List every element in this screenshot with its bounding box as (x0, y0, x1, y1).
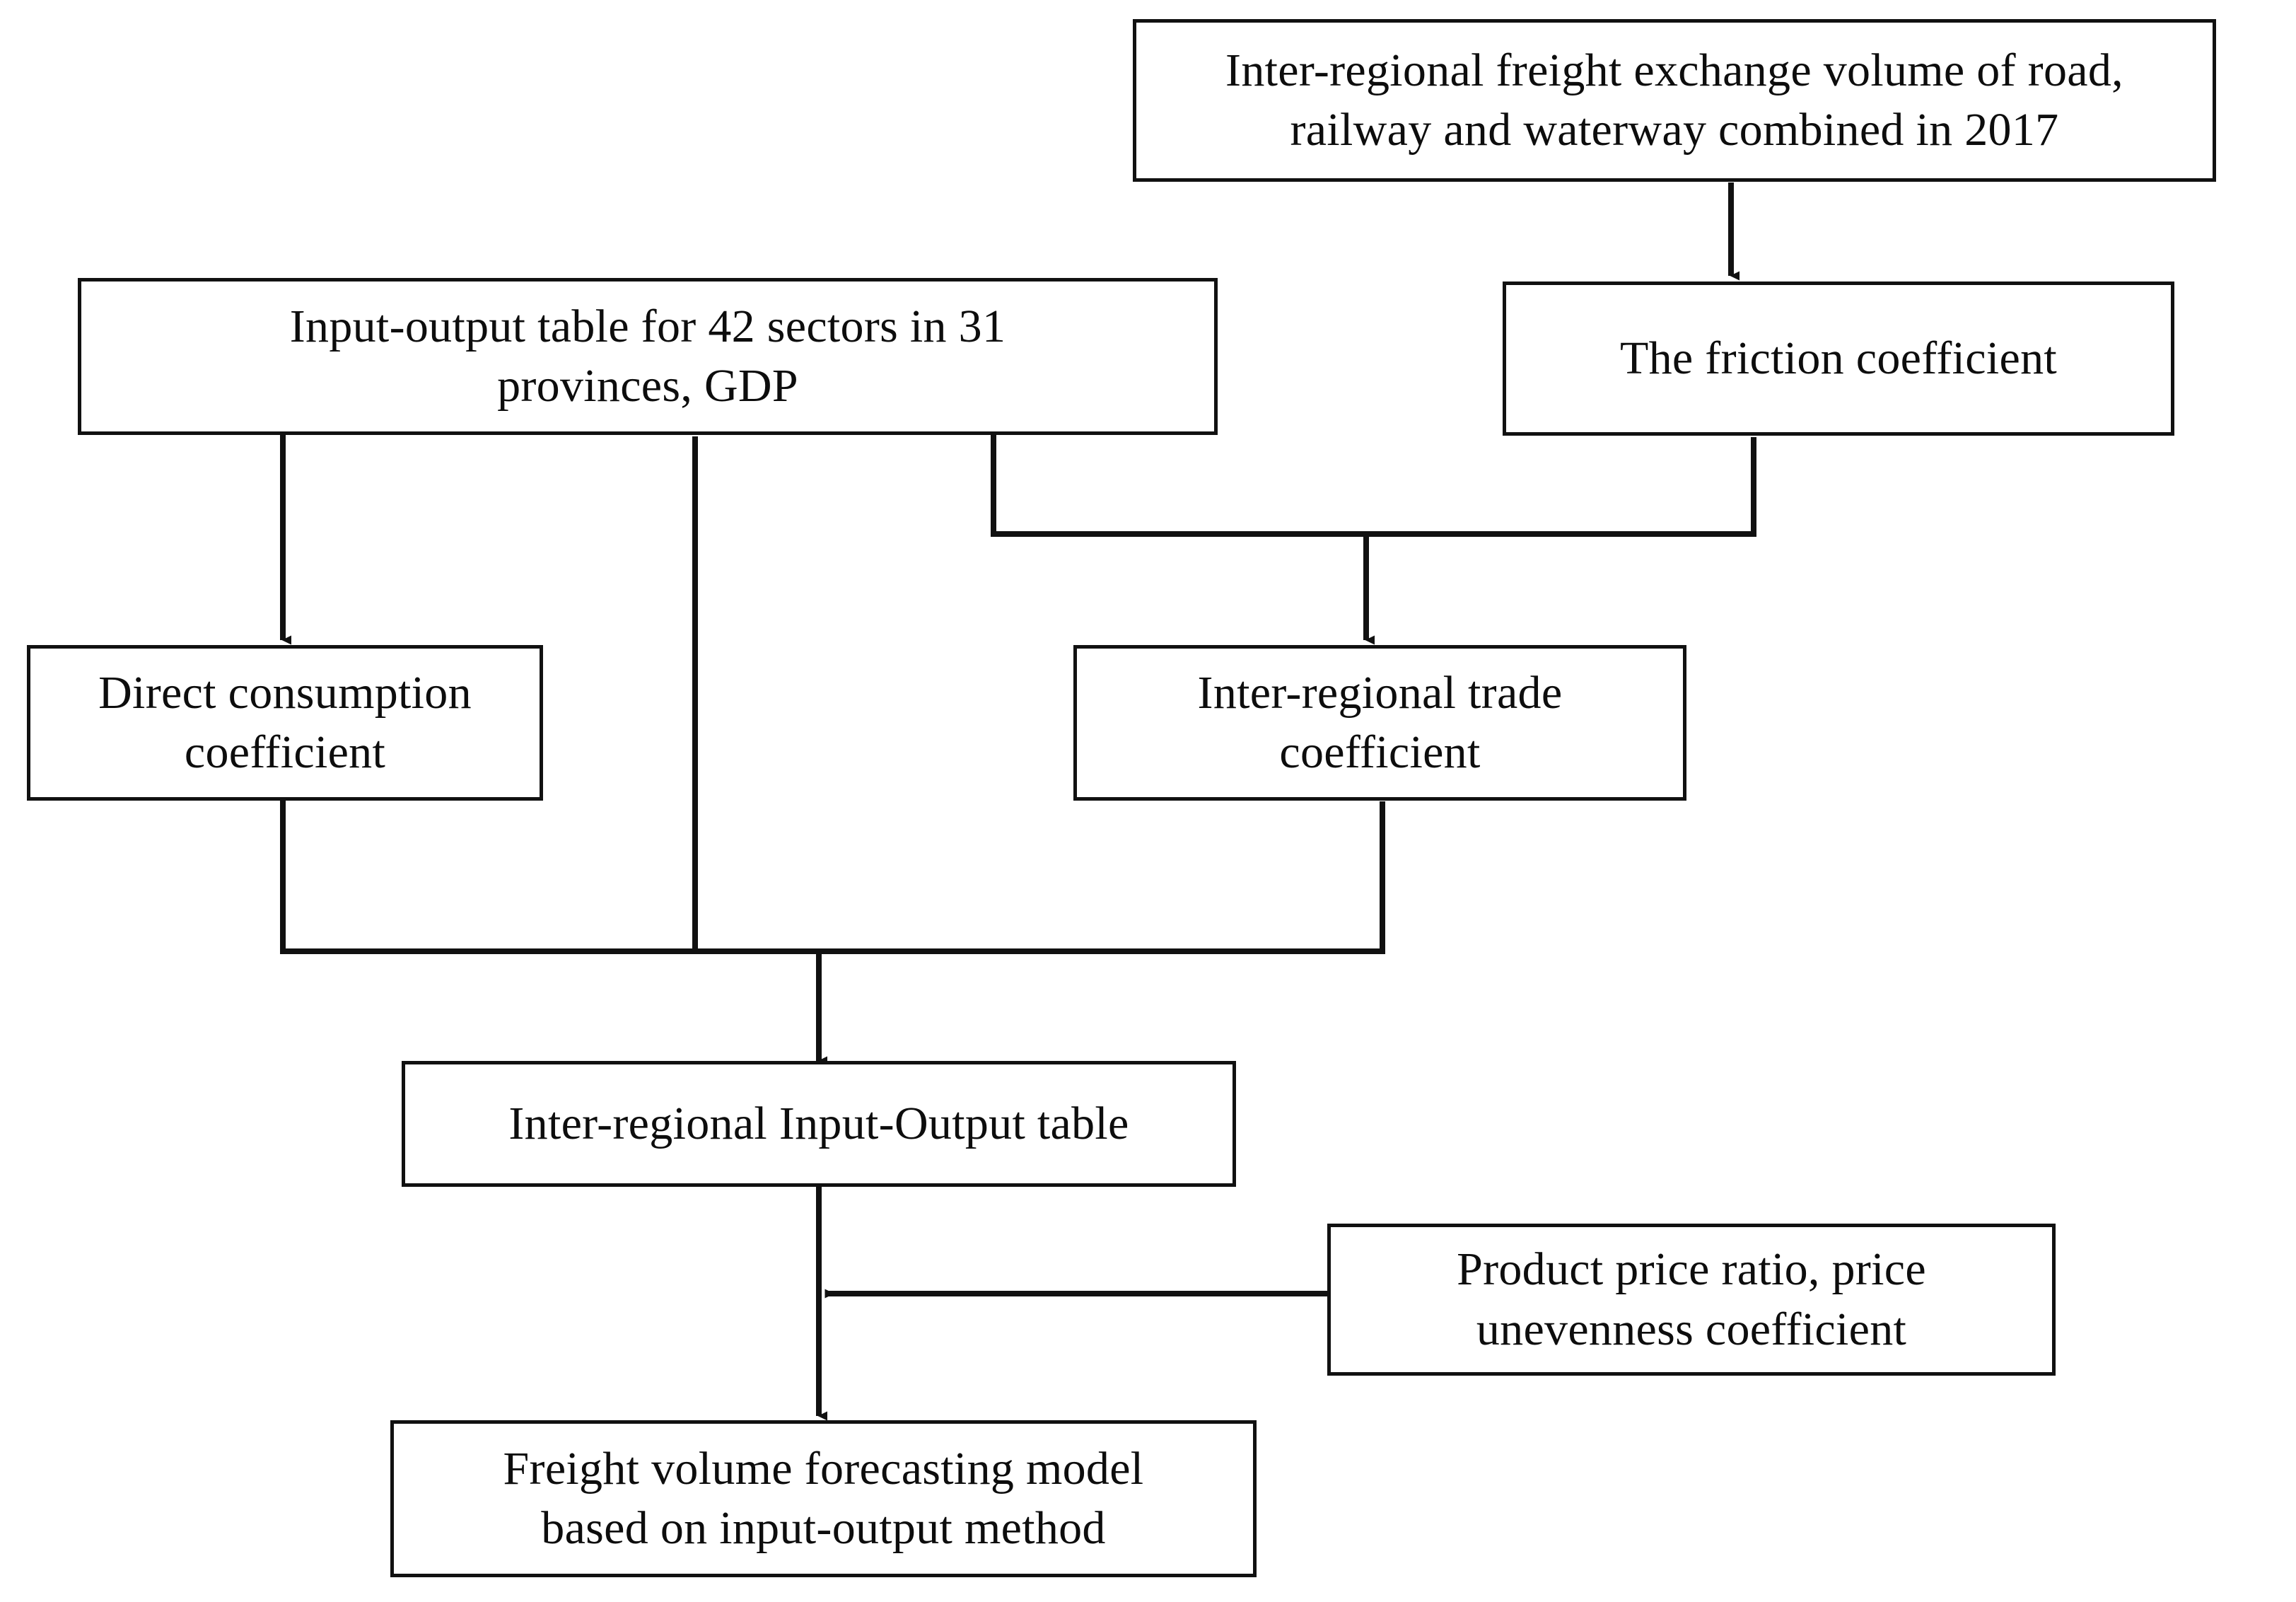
node-freight-exchange-volume[interactable]: Inter-regional freight exchange volume o… (1133, 19, 2216, 182)
node-inter-regional-trade-coefficient-label: Inter-regional trade coefficient (1197, 666, 1563, 778)
node-freight-exchange-volume-label: Inter-regional freight exchange volume o… (1225, 44, 2123, 156)
node-input-output-table[interactable]: Input-output table for 42 sectors in 31 … (78, 278, 1218, 435)
node-freight-forecasting-model[interactable]: Freight volume forecasting model based o… (390, 1420, 1257, 1577)
node-input-output-table-label: Input-output table for 42 sectors in 31 … (289, 300, 1006, 412)
node-freight-forecasting-model-label: Freight volume forecasting model based o… (503, 1442, 1144, 1554)
node-direct-consumption-coefficient-label: Direct consumption coefficient (98, 666, 472, 778)
node-inter-regional-input-output-table[interactable]: Inter-regional Input-Output table (402, 1061, 1236, 1187)
node-inter-regional-trade-coefficient[interactable]: Inter-regional trade coefficient (1073, 645, 1686, 801)
node-friction-coefficient[interactable]: The friction coefficient (1503, 281, 2174, 436)
node-inter-regional-input-output-table-label: Inter-regional Input-Output table (508, 1097, 1129, 1149)
node-friction-coefficient-label: The friction coefficient (1619, 332, 2058, 384)
node-direct-consumption-coefficient[interactable]: Direct consumption coefficient (27, 645, 543, 801)
edge-io-friction-to-trade-coefficient (991, 435, 1756, 645)
node-product-price-ratio-label: Product price ratio, price unevenness co… (1457, 1243, 1926, 1355)
edge-merge-to-irio-table (280, 436, 1385, 1066)
node-product-price-ratio[interactable]: Product price ratio, price unevenness co… (1327, 1224, 2056, 1376)
